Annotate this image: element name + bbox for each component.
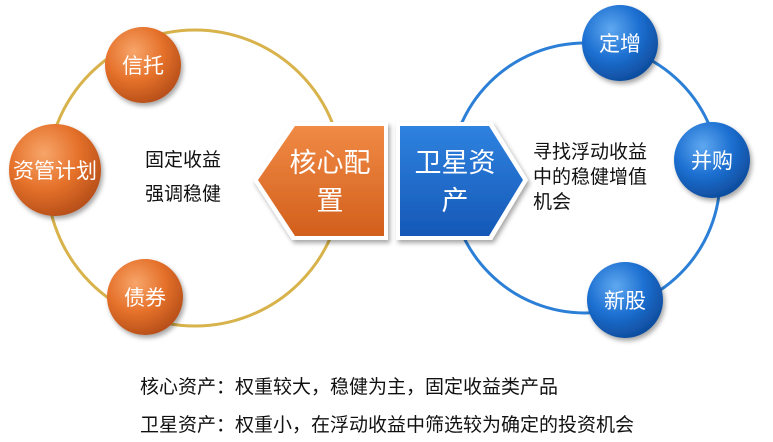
core-desc-line2: 强调稳健 (145, 183, 221, 205)
satellite-item-ipo: 新股 (587, 262, 663, 338)
satellite-desc-line2: 中的稳健增值 (533, 166, 647, 188)
core-satellite-diagram: 核心配 置 卫星资 产 固定收益 强调稳健 寻找浮动收益 中的稳健增值 机会 信… (9, 5, 750, 338)
core-hexagon (253, 122, 388, 240)
satellite-item-private-placement: 定增 (582, 5, 658, 81)
caption-core: 核心资产：权重较大，稳健为主，固定收益类产品 (140, 376, 559, 398)
core-item-asset-plan: 资管计划 (9, 124, 101, 216)
satellite-label-line2: 产 (442, 186, 469, 217)
core-label-line2: 置 (317, 186, 344, 217)
satellite-item-label: 新股 (604, 289, 646, 313)
core-item-label: 资管计划 (13, 159, 97, 183)
satellite-hexagon (396, 122, 528, 240)
core-item-label: 债券 (124, 286, 166, 310)
core-item-trust: 信托 (105, 27, 181, 103)
satellite-item-merger: 并购 (674, 122, 750, 198)
core-item-label: 信托 (122, 54, 164, 78)
satellite-item-label: 定增 (599, 32, 641, 56)
satellite-item-label: 并购 (691, 149, 733, 173)
satellite-desc-line3: 机会 (533, 191, 571, 213)
core-label-line1: 核心配 (290, 148, 371, 179)
caption-satellite: 卫星资产：权重小，在浮动收益中筛选较为确定的投资机会 (140, 414, 635, 436)
core-item-bond: 债券 (107, 259, 183, 335)
satellite-label-line1: 卫星资 (415, 148, 496, 179)
satellite-desc-line1: 寻找浮动收益 (533, 141, 647, 163)
core-desc-line1: 固定收益 (145, 149, 221, 171)
